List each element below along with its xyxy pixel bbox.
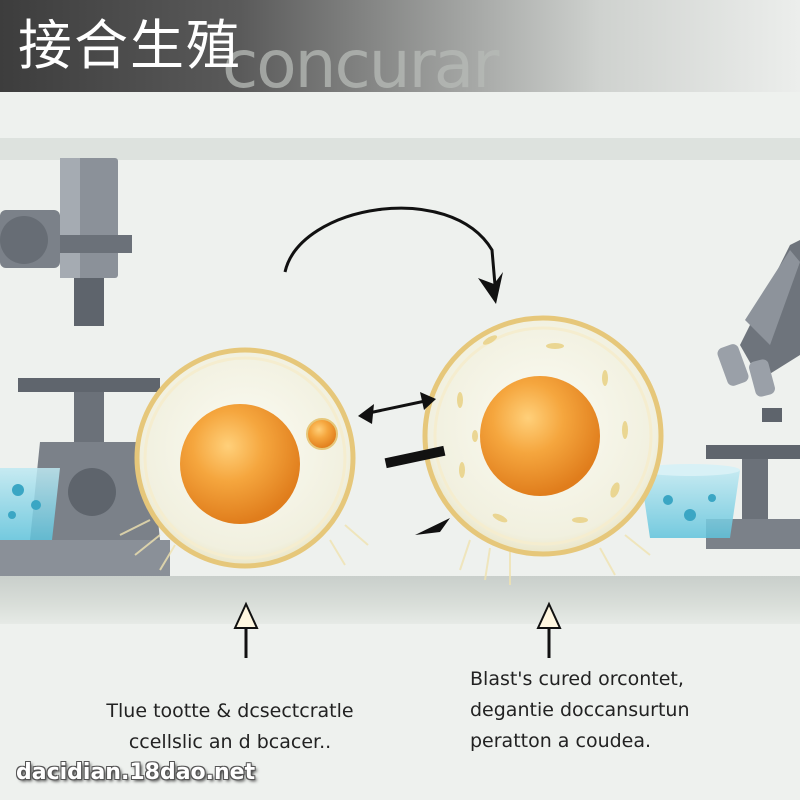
up-arrow-icon — [233, 601, 259, 658]
right-caption-line: peratton a coudea. — [470, 730, 652, 752]
page-title: 接合生殖 — [18, 14, 242, 77]
left-caption-line: ccellslic an d bcacer.. — [128, 731, 332, 753]
microscope-icon — [0, 158, 132, 326]
left-cell — [119, 347, 369, 571]
arrow-head-icon — [415, 518, 450, 535]
header-band — [0, 0, 800, 92]
microscope-base-icon — [0, 378, 170, 576]
right-caption-line: Blast's cured orcontet, — [470, 668, 684, 690]
background-word: concurar — [222, 26, 499, 103]
left-caption: Tlue tootte & dcsectcratle ccellslic an … — [70, 696, 390, 758]
lab-bench — [0, 576, 800, 624]
right-caption: Blast's cured orcontet, degantie doccans… — [470, 664, 790, 757]
petri-dish-icon — [0, 468, 60, 540]
transfer-bar — [384, 445, 446, 469]
top-shelf — [0, 138, 800, 160]
curved-arrow-icon — [283, 206, 503, 304]
up-arrow-icon — [536, 601, 562, 658]
watermark: dacidian.18dao.net — [16, 760, 256, 785]
right-caption-line: degantie doccansurtun — [470, 699, 690, 721]
microscope-icon — [706, 240, 800, 549]
petri-dish-icon — [640, 464, 740, 538]
right-cell — [422, 315, 664, 585]
double-arrow-icon — [358, 392, 436, 424]
left-caption-line: Tlue tootte & dcsectcratle — [106, 700, 354, 722]
